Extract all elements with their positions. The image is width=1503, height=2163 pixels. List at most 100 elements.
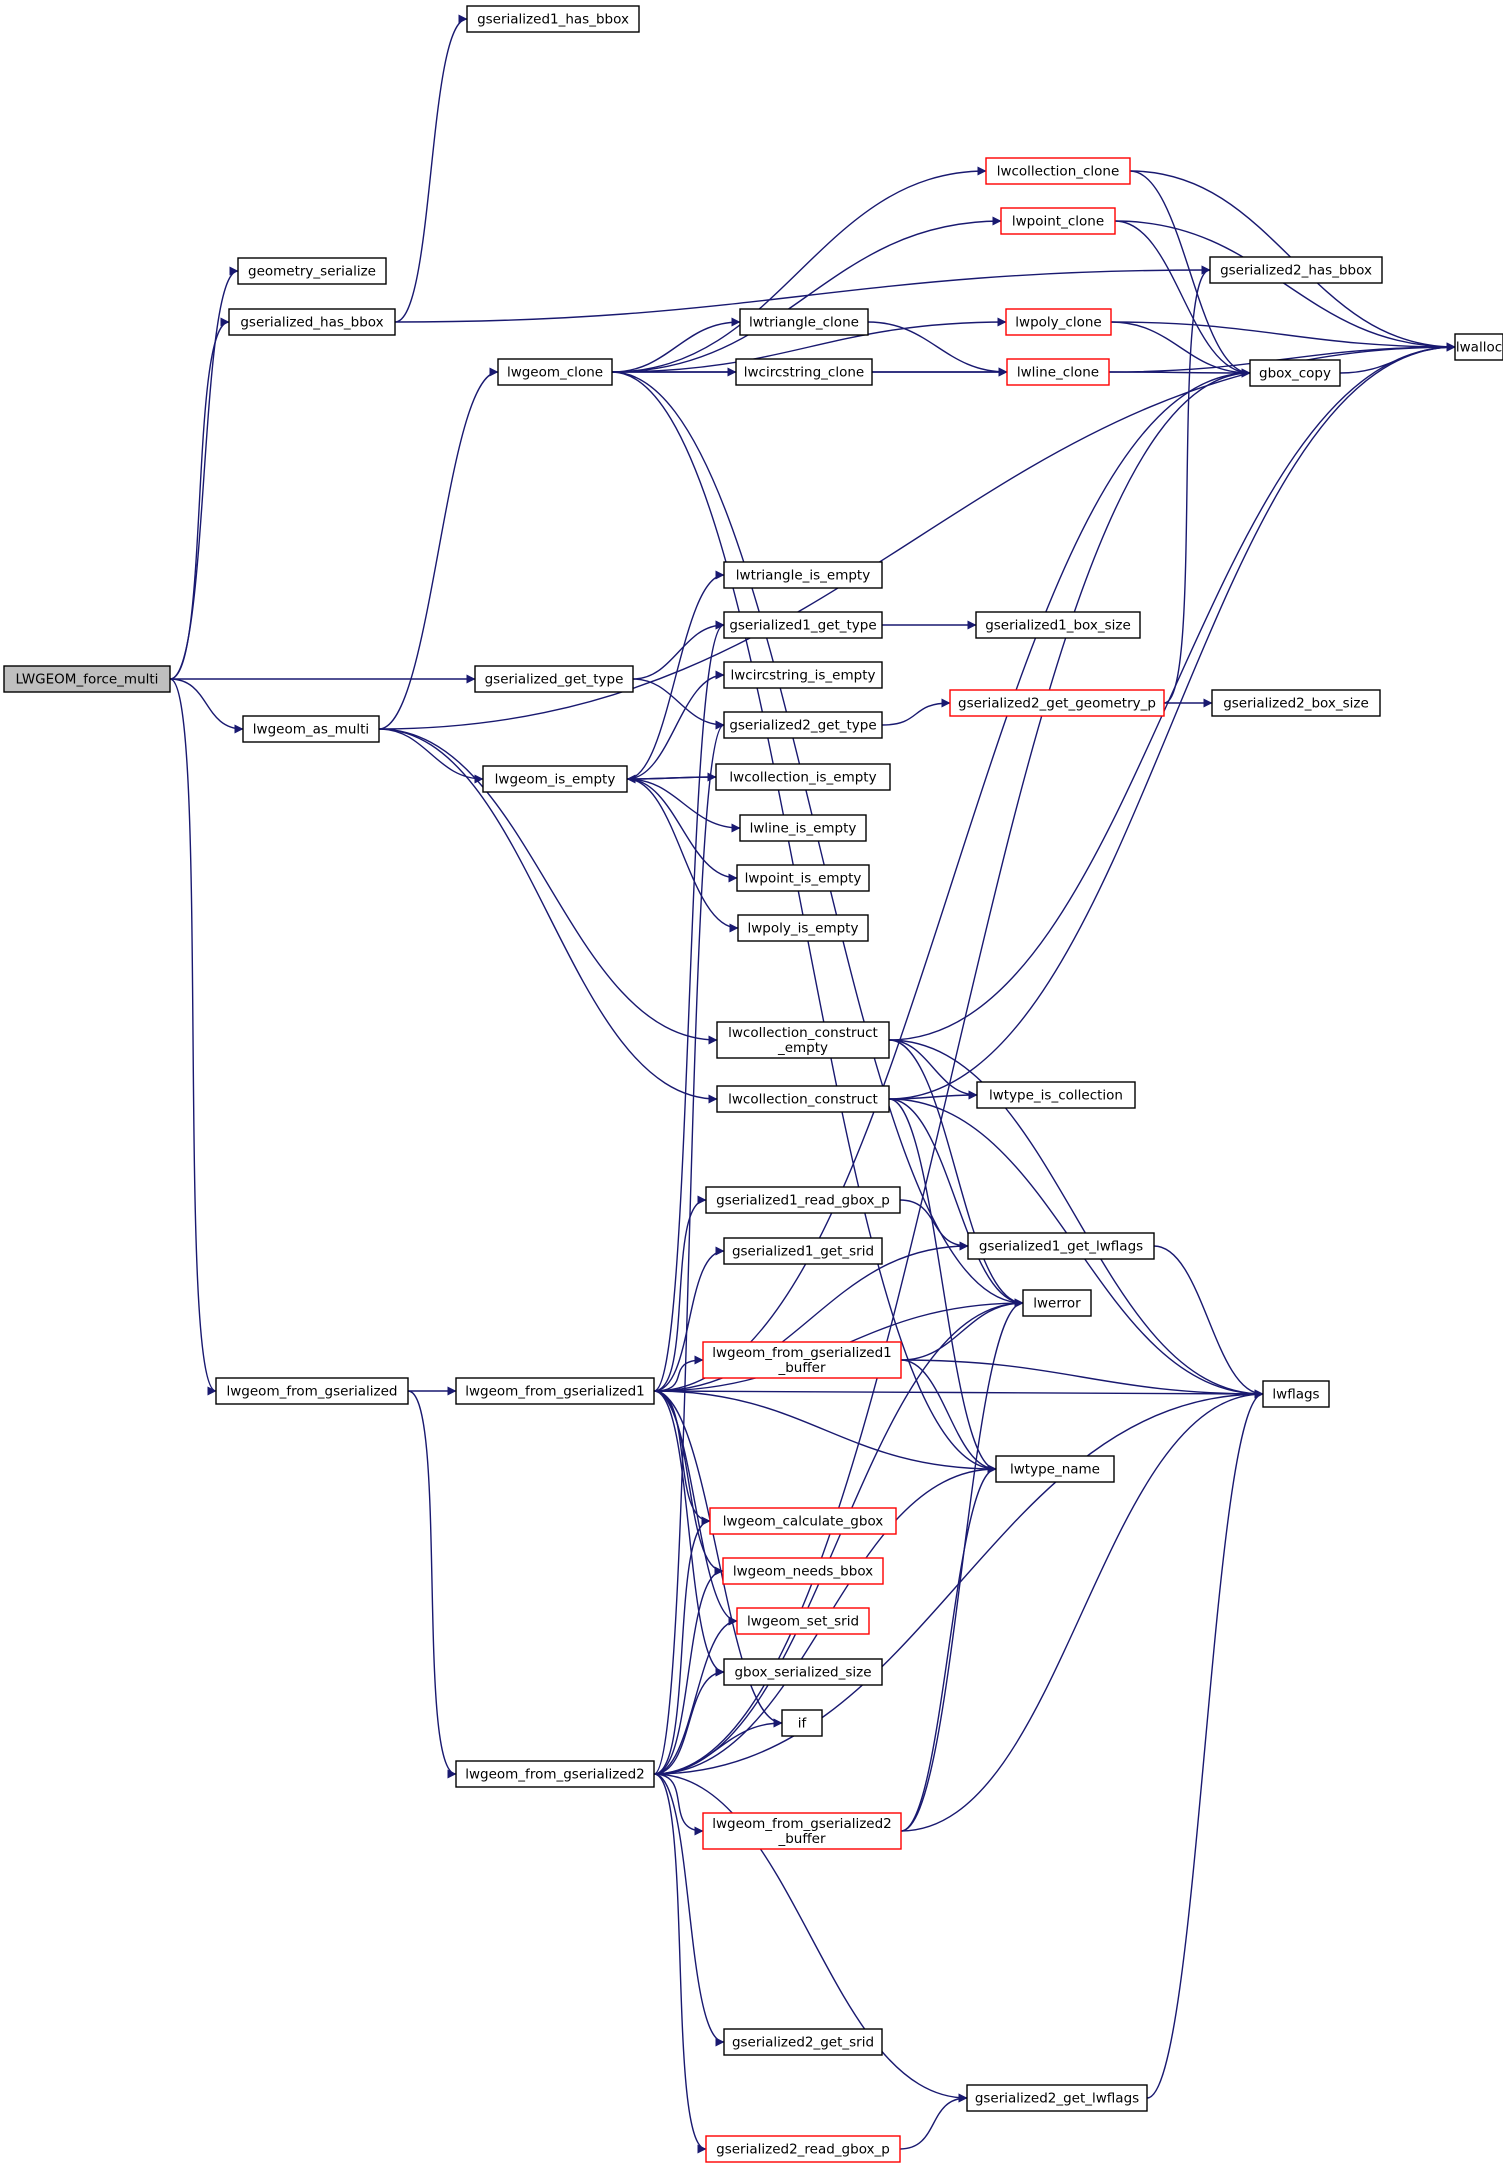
node-gserialized2_box_size[interactable]: gserialized2_box_size [1211, 689, 1381, 717]
edge-lwpoly_clone-to-lwalloc [1110, 321, 1456, 352]
node-lwpoint_is_empty[interactable]: lwpoint_is_empty [736, 864, 870, 892]
node-geometry_serialize[interactable]: geometry_serialize [237, 257, 387, 285]
node-lwgeom_as_multi[interactable]: lwgeom_as_multi [242, 715, 380, 743]
edges-layer [169, 14, 1456, 2154]
node-label: lwgeom_from_gserialized [227, 1384, 398, 1400]
node-gserialized2_get_type[interactable]: gserialized2_get_type [723, 711, 883, 739]
edge-lwgeom_as_multi-to-lwcollection_construct [378, 728, 718, 1104]
node-lwtype_is_collection[interactable]: lwtype_is_collection [976, 1081, 1136, 1109]
node-lwtriangle_is_empty[interactable]: lwtriangle_is_empty [723, 561, 883, 589]
node-box [985, 157, 1131, 185]
node-gserialized2_has_bbox[interactable]: gserialized2_has_bbox [1209, 256, 1383, 284]
node-lwgeom_from_gserialized1_buffer[interactable]: lwgeom_from_gserialized1_buffer [702, 1341, 902, 1379]
node-label: gserialized_get_type [485, 672, 624, 688]
node-gserialized2_read_gbox_p[interactable]: gserialized2_read_gbox_p [705, 2135, 901, 2163]
node-label: gserialized1_get_type [729, 618, 876, 634]
node-gbox_serialized_size[interactable]: gbox_serialized_size [723, 1658, 883, 1686]
node-gserialized1_has_bbox[interactable]: gserialized1_has_bbox [466, 5, 640, 33]
node-label: gserialized1_box_size [985, 618, 1131, 634]
edge-LWGEOM_force_multi-to-geometry_serialize [169, 266, 239, 680]
node-lwline_clone[interactable]: lwline_clone [1006, 358, 1110, 386]
node-label: lwgeom_set_srid [747, 1614, 859, 1630]
edge-gserialized1_get_lwflags-to-lwflags [1153, 1245, 1264, 1399]
node-gserialized2_get_geometry_p[interactable]: gserialized2_get_geometry_p [949, 689, 1165, 717]
node-lwcircstring_is_empty[interactable]: lwcircstring_is_empty [723, 661, 883, 689]
node-label: lwgeom_is_empty [495, 772, 616, 788]
node-lwpoly_is_empty[interactable]: lwpoly_is_empty [737, 914, 869, 942]
node-if[interactable]: if [781, 1709, 823, 1737]
node-label: lwflags [1272, 1387, 1319, 1403]
node-box [1022, 1289, 1092, 1317]
edge-lwtriangle_clone-to-lwline_clone [867, 321, 1008, 377]
node-label: lwcollection_is_empty [729, 770, 876, 786]
node-label: gserialized2_box_size [1223, 696, 1369, 712]
node-lwgeom_from_gserialized1[interactable]: lwgeom_from_gserialized1 [455, 1377, 655, 1405]
node-lwgeom_needs_bbox[interactable]: lwgeom_needs_bbox [722, 1557, 884, 1585]
node-box [739, 308, 869, 336]
node-lwgeom_from_gserialized2[interactable]: lwgeom_from_gserialized2 [455, 1760, 655, 1788]
node-box [966, 2084, 1148, 2112]
node-gserialized1_get_srid[interactable]: gserialized1_get_srid [723, 1237, 883, 1265]
node-lwcollection_clone[interactable]: lwcollection_clone [985, 157, 1131, 185]
node-lwgeom_set_srid[interactable]: lwgeom_set_srid [736, 1607, 870, 1635]
node-lwflags[interactable]: lwflags [1262, 1380, 1330, 1408]
node-lwcollection_construct[interactable]: lwcollection_construct [716, 1085, 890, 1113]
node-label: lwtype_name [1010, 1462, 1100, 1478]
node-gserialized1_box_size[interactable]: gserialized1_box_size [975, 611, 1141, 639]
node-lwgeom_from_gserialized2_buffer[interactable]: lwgeom_from_gserialized2_buffer [702, 1812, 902, 1850]
node-lwpoly_clone[interactable]: lwpoly_clone [1005, 308, 1112, 336]
node-lwline_is_empty[interactable]: lwline_is_empty [739, 814, 867, 842]
node-gbox_copy[interactable]: gbox_copy [1249, 359, 1341, 387]
node-lwcollection_is_empty[interactable]: lwcollection_is_empty [715, 763, 891, 791]
node-box [1249, 359, 1341, 387]
node-lwpoint_clone[interactable]: lwpoint_clone [1000, 207, 1116, 235]
node-lwtriangle_clone[interactable]: lwtriangle_clone [739, 308, 869, 336]
edge-lwgeom_from_gserialized2_buffer-to-lwflags [900, 1389, 1264, 1832]
node-gserialized1_get_type[interactable]: gserialized1_get_type [723, 611, 883, 639]
edge-lwgeom_from_gserialized2-to-lwgeom_needs_bbox [653, 1566, 724, 1775]
node-label: gserialized2_get_lwflags [975, 2091, 1139, 2107]
node-label: lwline_clone [1017, 365, 1099, 381]
node-label: _buffer [777, 1831, 825, 1847]
node-box [1000, 207, 1116, 235]
node-label: gserialized2_get_srid [732, 2035, 874, 2051]
node-label: LWGEOM_force_multi [16, 672, 159, 688]
edge-gserialized_get_type-to-gserialized2_get_type [632, 678, 725, 730]
node-box [242, 715, 380, 743]
node-lwalloc[interactable]: lwalloc [1454, 333, 1503, 361]
node-lwcollection_construct_empty[interactable]: lwcollection_construct_empty [716, 1021, 890, 1059]
edge-gserialized_has_bbox-to-gserialized2_has_bbox [394, 265, 1211, 323]
node-gserialized_has_bbox[interactable]: gserialized_has_bbox [228, 308, 396, 336]
node-lwgeom_from_gserialized[interactable]: lwgeom_from_gserialized [215, 1377, 409, 1405]
edge-lwgeom_from_gserialized1-to-lwflags [653, 1389, 1264, 1399]
node-lwcircstring_clone[interactable]: lwcircstring_clone [735, 358, 873, 386]
edge-lwgeom_is_empty-to-lwpoint_is_empty [626, 778, 738, 883]
node-gserialized_get_type[interactable]: gserialized_get_type [474, 665, 634, 693]
edge-lwcollection_is_empty-to-lwgeom_is_empty [626, 774, 717, 784]
node-LWGEOM_force_multi[interactable]: LWGEOM_force_multi [3, 665, 171, 693]
edge-lwgeom_from_gserialized1-to-gbox_copy [653, 368, 1251, 1392]
edge-lwgeom_from_gserialized1_buffer-to-lwflags [900, 1359, 1264, 1399]
edge-lwpoint_clone-to-gbox_copy [1114, 220, 1251, 378]
nodes-layer: LWGEOM_force_multigeometry_serializegser… [3, 5, 1503, 2163]
edge-lwcollection_clone-to-gbox_copy [1129, 170, 1251, 378]
edge-lwgeom_as_multi-to-lwcollection_construct_empty [378, 728, 718, 1045]
node-lwtype_name[interactable]: lwtype_name [995, 1455, 1115, 1483]
node-gserialized1_read_gbox_p[interactable]: gserialized1_read_gbox_p [705, 1186, 901, 1214]
node-lwgeom_calculate_gbox[interactable]: lwgeom_calculate_gbox [709, 1507, 897, 1535]
node-lwgeom_is_empty[interactable]: lwgeom_is_empty [482, 765, 628, 793]
edge-lwgeom_from_gserialized1-to-gbox_serialized_size [653, 1390, 725, 1677]
node-lwerror[interactable]: lwerror [1022, 1289, 1092, 1317]
node-gserialized2_get_lwflags[interactable]: gserialized2_get_lwflags [966, 2084, 1148, 2112]
node-gserialized2_get_srid[interactable]: gserialized2_get_srid [723, 2028, 883, 2056]
edge-lwgeom_from_gserialized2-to-lwgeom_set_srid [653, 1616, 738, 1775]
edge-lwgeom_from_gserialized2-to-lwgeom_calculate_gbox [653, 1516, 711, 1775]
edge-LWGEOM_force_multi-to-gserialized_has_bbox [169, 317, 230, 680]
node-gserialized1_get_lwflags[interactable]: gserialized1_get_lwflags [967, 1232, 1155, 1260]
node-lwgeom_clone[interactable]: lwgeom_clone [497, 358, 613, 386]
node-box [3, 665, 171, 693]
node-label: lwgeom_calculate_gbox [723, 1514, 884, 1530]
edge-lwgeom_clone-to-lwcollection_clone [611, 166, 987, 373]
node-label: lwalloc [1456, 340, 1502, 356]
node-box [723, 711, 883, 739]
